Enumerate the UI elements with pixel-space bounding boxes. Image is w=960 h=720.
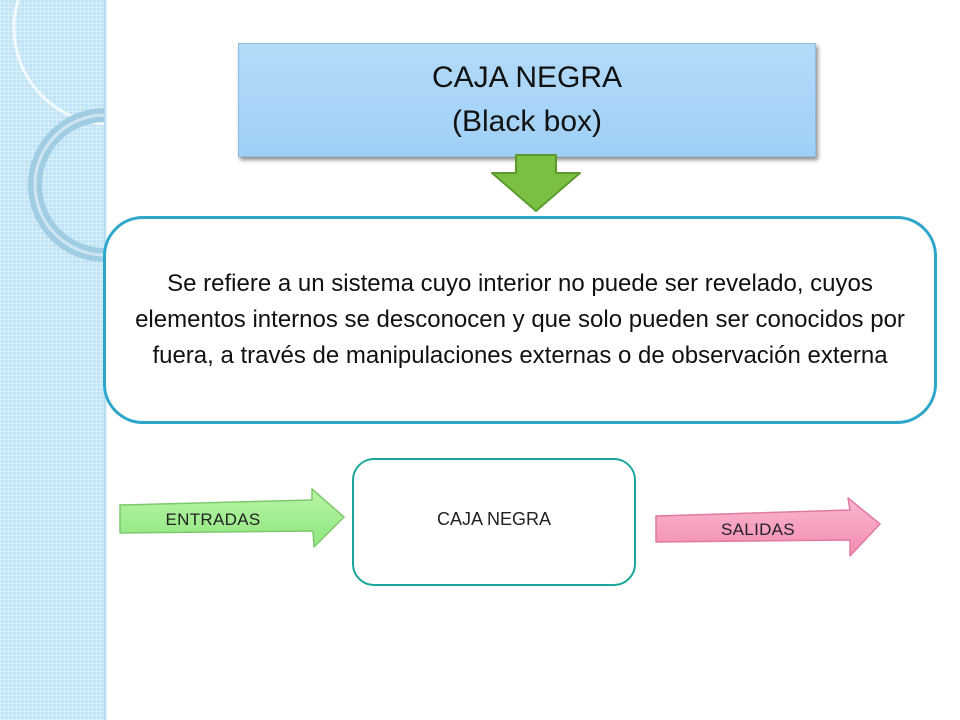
output-label: SALIDAS <box>721 520 795 539</box>
black-box: CAJA NEGRA <box>352 458 636 586</box>
input-label: ENTRADAS <box>165 509 261 529</box>
title-line-1: CAJA NEGRA <box>431 61 623 94</box>
output-arrow: SALIDAS <box>652 496 884 558</box>
decorative-side-strip <box>0 0 106 720</box>
down-arrow-icon <box>491 154 581 212</box>
output-arrow-shape <box>655 497 881 557</box>
title-line-2: (Black box) <box>451 105 603 138</box>
decorative-circles <box>12 0 106 262</box>
description-text: Se refiere a un sistema cuyo interior no… <box>135 270 905 369</box>
black-box-label: CAJA NEGRA <box>436 508 552 529</box>
input-arrow: ENTRADAS <box>116 487 348 551</box>
description-box: Se refiere a un sistema cuyo interior no… <box>103 216 937 424</box>
title-box: CAJA NEGRA (Black box) <box>238 43 816 157</box>
input-arrow-shape <box>119 488 345 548</box>
